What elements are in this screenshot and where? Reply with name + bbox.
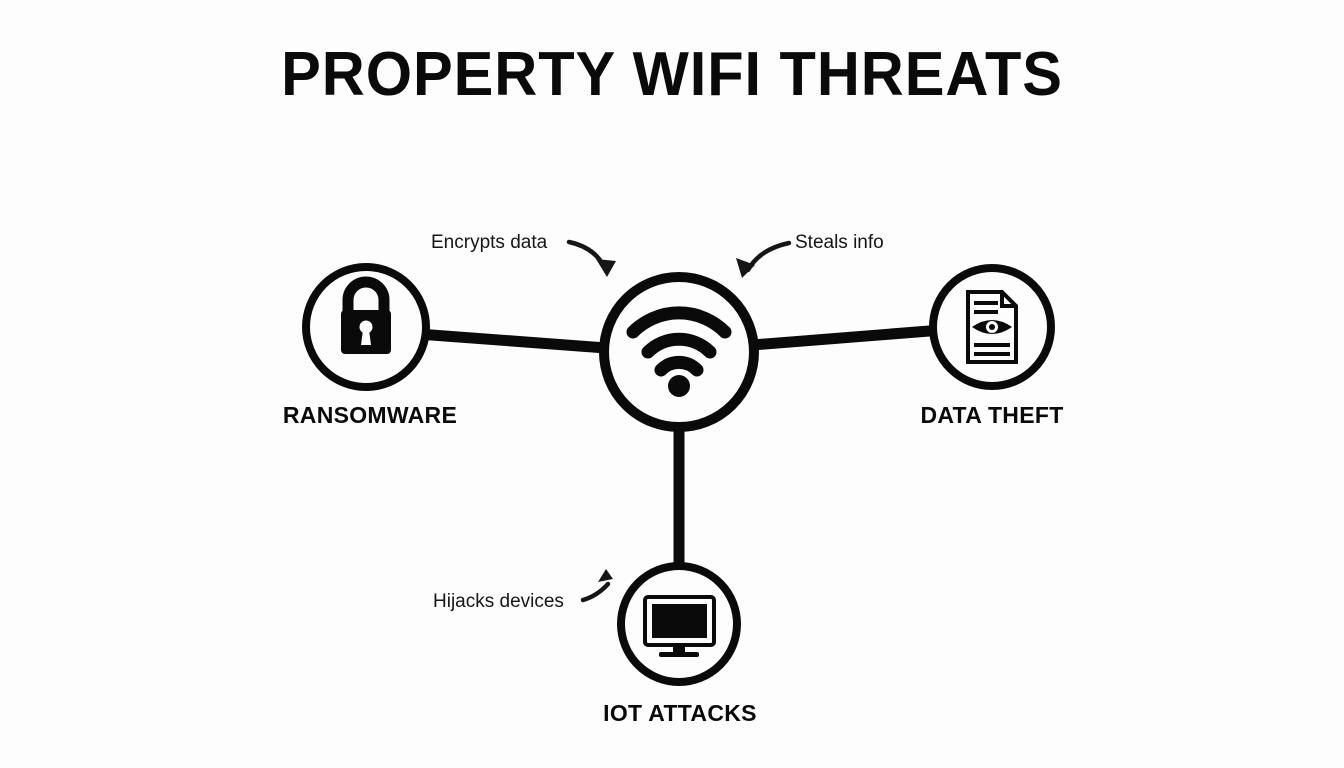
- page-title: PROPERTY WIFI THREATS: [281, 40, 1063, 109]
- monitor-icon: [643, 595, 716, 657]
- annotation-hijacks-devices: Hijacks devices: [433, 591, 564, 612]
- node-ransomware[interactable]: [302, 263, 430, 391]
- document-eye-icon: [966, 290, 1018, 364]
- wifi-icon: [626, 306, 732, 377]
- connector-center-to-datatheft: [751, 324, 943, 351]
- node-label-iot-attacks: IOT ATTACKS: [603, 700, 757, 726]
- padlock-icon: [341, 276, 391, 354]
- connector-center-to-ransomware: [417, 328, 607, 354]
- arrowhead-steals-info: [736, 258, 755, 278]
- arrow-encrypts-data: [566, 239, 609, 274]
- annotation-encrypts-data: Encrypts data: [431, 232, 548, 253]
- annotation-steals-info: Steals info: [795, 232, 884, 253]
- arrow-steals-info: [745, 240, 792, 273]
- wifi-icon-dot: [668, 375, 690, 397]
- arrowhead-encrypts-data: [596, 259, 616, 277]
- annotation-arrowheads: [596, 258, 755, 582]
- node-label-data-theft: DATA THEFT: [920, 402, 1064, 428]
- node-wifi-hub[interactable]: [599, 272, 759, 432]
- arrow-hijacks-devices: [580, 581, 611, 603]
- arrowhead-hijacks-devices: [598, 569, 613, 582]
- node-label-ransomware: RANSOMWARE: [282, 402, 458, 428]
- node-data-theft[interactable]: [929, 264, 1055, 390]
- node-iot-attacks[interactable]: [617, 562, 741, 686]
- connector-lines: [417, 324, 943, 590]
- wifi-hub-circle: [599, 272, 759, 432]
